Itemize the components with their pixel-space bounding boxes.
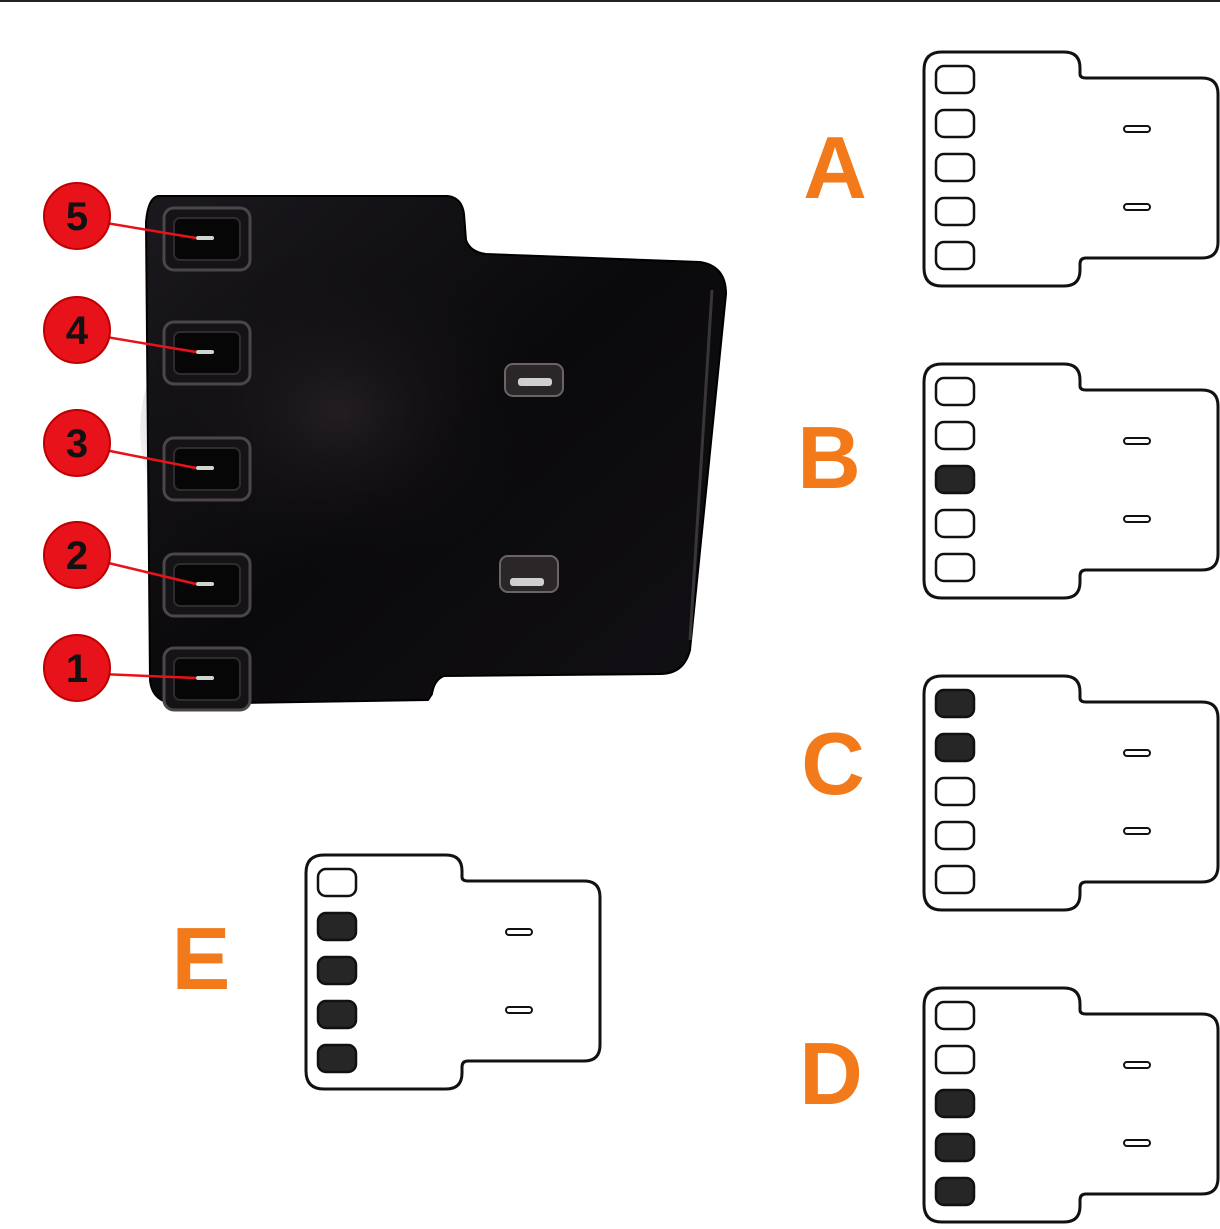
diagram-b-pin-2-empty [934, 420, 976, 451]
diagram-d-outline [922, 986, 1220, 1224]
diagram-a-pin-1-empty [934, 64, 976, 95]
diagram-e-pin-2-filled [316, 911, 358, 942]
diagram-a-blade-top [1123, 125, 1151, 133]
diagram-c-pin-2-filled [934, 732, 976, 763]
diagram-d-pin-1-empty [934, 1000, 976, 1031]
diagram-e-pin-3-filled [316, 955, 358, 986]
diagram-b [922, 362, 1220, 605]
mounting-hole-bottom [499, 555, 559, 593]
diagram-a-outline [922, 50, 1220, 288]
diagram-c-blade-bottom [1123, 827, 1151, 835]
diagram-b-pin-1-empty [934, 376, 976, 407]
diagram-e-pin-1-empty [316, 867, 358, 898]
leader-line-5 [99, 220, 197, 240]
diagram-d-pin-4-filled [934, 1132, 976, 1163]
slot-number-2: 2 [66, 534, 88, 578]
diagram-c-pin-5-empty [934, 864, 976, 895]
diagram-a-pin-5-empty [934, 240, 976, 271]
diagram-label-e: E [171, 909, 231, 1008]
diagram-c-blade-top [1123, 749, 1151, 757]
diagram-b-pin-3-filled [934, 464, 976, 495]
diagram-d-pin-5-filled [934, 1176, 976, 1207]
diagram-c [922, 674, 1220, 917]
diagram-d [922, 986, 1220, 1229]
diagram-a-pin-3-empty [934, 152, 976, 183]
diagram-e-blade-bottom [505, 1006, 533, 1014]
diagram-e-pin-4-filled [316, 999, 358, 1030]
slot-number-badge-1 [43, 634, 111, 702]
diagram-a-pin-4-empty [934, 196, 976, 227]
diagram-d-blade-top [1123, 1061, 1151, 1069]
diagram-b-outline [922, 362, 1220, 600]
diagram-b-pin-4-empty [934, 508, 976, 539]
diagram-c-pin-1-filled [934, 688, 976, 719]
diagram-label-d: D [799, 1024, 863, 1123]
diagram-d-pin-3-filled [934, 1088, 976, 1119]
mounting-hole-top [504, 363, 564, 397]
slot-number-1: 1 [66, 647, 88, 691]
diagram-label-b: B [797, 408, 861, 507]
diagram-b-blade-top [1123, 437, 1151, 445]
diagram-label-a: A [803, 118, 867, 217]
slot-number-4: 4 [66, 309, 89, 353]
photo-slot-4 [162, 320, 252, 386]
leader-line-2 [99, 559, 197, 586]
photo-slot-1 [162, 646, 252, 712]
slot-number-badge-3 [43, 409, 111, 477]
top-divider [0, 0, 1220, 2]
diagram-e-pin-5-filled [316, 1043, 358, 1074]
diagram-label-c: C [801, 714, 865, 813]
photo-slot-5 [162, 206, 252, 272]
diagram-d-pin-2-empty [934, 1044, 976, 1075]
diagram-c-pin-3-empty [934, 776, 976, 807]
diagram-e-blade-top [505, 928, 533, 936]
diagram-b-blade-bottom [1123, 515, 1151, 523]
leader-line-4 [99, 334, 197, 354]
slot-number-badge-4 [43, 296, 111, 364]
diagram-c-outline [922, 674, 1220, 912]
diagram-c-pin-4-empty [934, 820, 976, 851]
diagram-a [922, 50, 1220, 293]
photo-slot-2 [162, 552, 252, 618]
diagram-e-outline [304, 853, 602, 1091]
connector-photo: 5 4 3 2 1 [43, 182, 728, 712]
slot-number-badge-5 [43, 182, 111, 250]
leader-line-3 [99, 447, 197, 470]
slot-number-3: 3 [66, 422, 88, 466]
diagram-a-pin-2-empty [934, 108, 976, 139]
photo-slot-3 [162, 436, 252, 502]
slot-number-badge-2 [43, 521, 111, 589]
slot-number-5: 5 [66, 195, 88, 239]
diagram-d-blade-bottom [1123, 1139, 1151, 1147]
diagram-e [304, 853, 602, 1096]
diagram-b-pin-5-empty [934, 552, 976, 583]
diagram-a-blade-bottom [1123, 203, 1151, 211]
leader-line-1 [99, 672, 197, 680]
